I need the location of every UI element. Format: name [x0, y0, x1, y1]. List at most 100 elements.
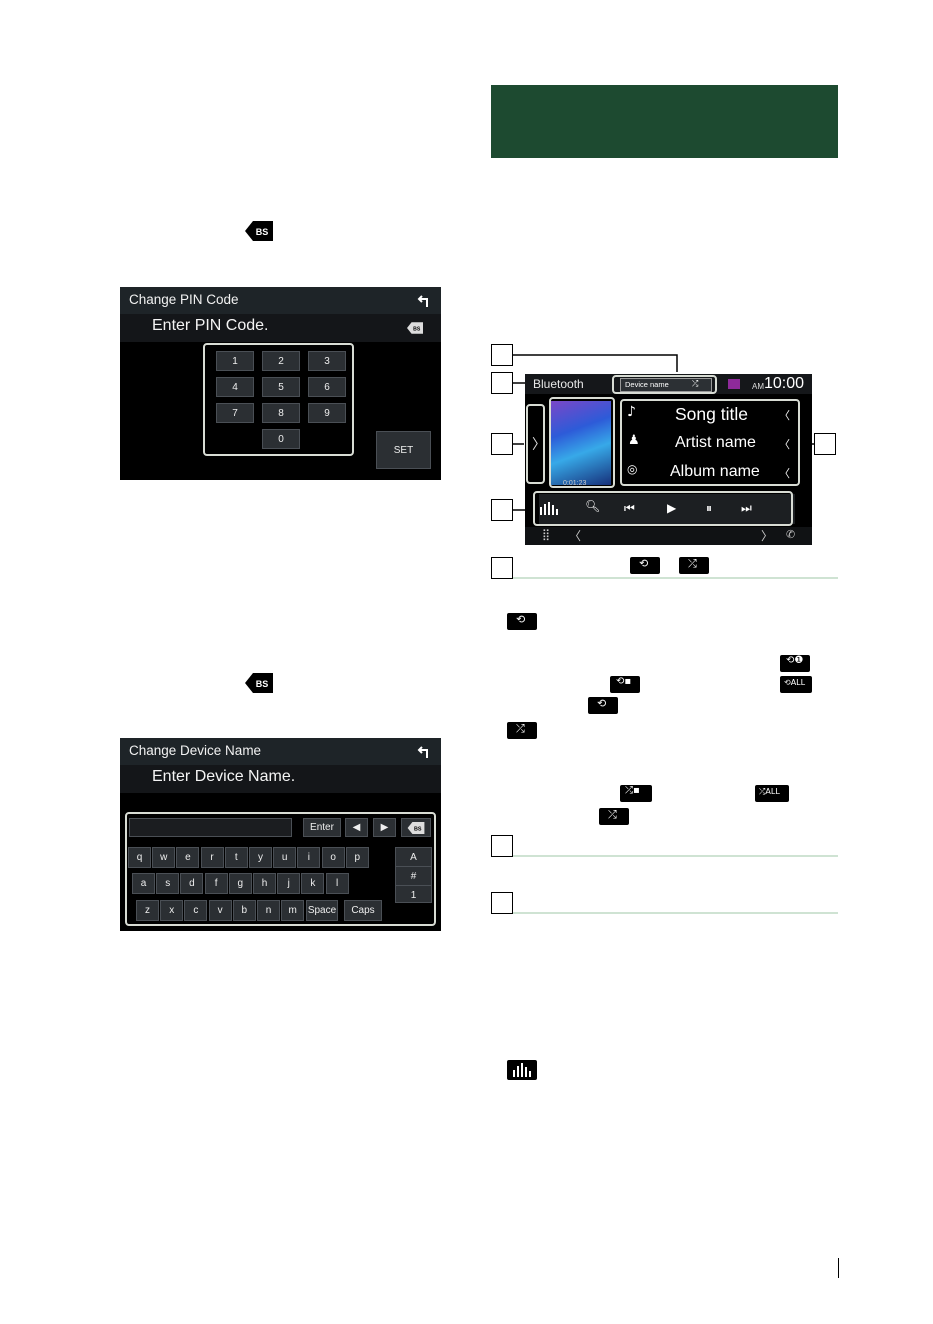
name-text-input[interactable] [129, 818, 292, 837]
artist-icon: ♟ [628, 433, 640, 448]
previous-track-icon[interactable]: ⏮ [624, 501, 635, 515]
pin-key-8[interactable]: 8 [262, 403, 300, 423]
pin-key-4[interactable]: 4 [216, 377, 254, 397]
pause-icon[interactable]: ⏸ [706, 501, 713, 515]
key-a[interactable]: a [132, 873, 155, 894]
pin-key-6[interactable]: 6 [308, 377, 346, 397]
key-o[interactable]: o [321, 847, 345, 868]
key-s[interactable]: s [156, 873, 180, 894]
key-u[interactable]: u [273, 847, 297, 868]
chevron-right-icon[interactable]: 〉 [532, 437, 546, 453]
set-button[interactable]: SET [376, 431, 431, 469]
cursor-right-button[interactable]: ▶ [373, 818, 396, 837]
track-info-highlight [620, 399, 800, 486]
device-name-screen: Change Device Name Enter Device Name. En… [120, 738, 441, 931]
back-arrow-icon[interactable] [415, 744, 431, 760]
callout-box-3 [491, 433, 513, 455]
search-icon[interactable]: 🔍︎ [585, 499, 601, 513]
enter-button[interactable]: Enter [303, 818, 341, 837]
chevron-left-icon[interactable]: 〈 [779, 467, 790, 480]
key-i[interactable]: i [297, 847, 321, 868]
key-n[interactable]: n [257, 900, 280, 921]
key-q[interactable]: q [128, 847, 151, 868]
chevron-left-icon[interactable]: 〈 [779, 438, 790, 451]
chevron-left-icon[interactable]: 〈 [569, 529, 582, 543]
key-l[interactable]: l [325, 873, 349, 894]
bottom-bar [525, 527, 812, 545]
key-j[interactable]: j [277, 873, 301, 894]
next-track-icon[interactable]: ⏭ [741, 501, 752, 515]
repeat-icon: ⟲ [507, 613, 537, 630]
pin-key-1[interactable]: 1 [216, 351, 254, 371]
key-t[interactable]: t [224, 847, 248, 868]
backspace-bs-icon: BS [245, 221, 273, 241]
key-b[interactable]: b [232, 900, 256, 921]
section-rule-3 [513, 912, 838, 914]
back-arrow-icon[interactable] [415, 293, 431, 309]
chevron-left-icon[interactable]: 〈 [779, 409, 790, 422]
shuffle-icon: ⤮ [507, 722, 537, 739]
name-prompt-band: Enter Device Name. [120, 765, 441, 793]
album-art-highlight [549, 397, 615, 488]
page-edge-rule [838, 1258, 839, 1278]
pin-backspace-icon[interactable]: BS [407, 322, 423, 334]
pin-key-5[interactable]: 5 [262, 377, 300, 397]
name-title: Change Device Name [129, 743, 262, 758]
callout-box-2 [491, 372, 513, 394]
key-h[interactable]: h [253, 873, 276, 894]
menu-grid-icon[interactable]: ⣿ [542, 528, 551, 541]
caps-key[interactable]: Caps [344, 900, 382, 921]
song-title[interactable]: Song title [675, 404, 748, 424]
key-v[interactable]: v [208, 900, 232, 921]
shuffle-folder-icon: ⤮▪ [620, 785, 652, 802]
key-g[interactable]: g [228, 873, 252, 894]
repeat-folder-icon: ⟲▪ [610, 676, 640, 693]
svg-text:BS: BS [413, 326, 421, 332]
phone-icon[interactable]: ✆ [786, 528, 796, 541]
key-y[interactable]: y [249, 847, 272, 868]
album-name[interactable]: Album name [670, 463, 760, 480]
key-w[interactable]: w [152, 847, 176, 868]
pin-key-2[interactable]: 2 [262, 351, 300, 371]
space-key[interactable]: Space [306, 900, 338, 921]
keyboard-highlight [125, 812, 436, 926]
artist-name[interactable]: Artist name [675, 434, 756, 451]
equalizer-icon [507, 1060, 537, 1080]
bluetooth-player-screen: Bluetooth Device name ⤮ AM 10:00 〉 0:01:… [525, 374, 812, 545]
key-z[interactable]: z [136, 900, 159, 921]
pin-key-9[interactable]: 9 [308, 403, 346, 423]
mode-key-1[interactable]: # [395, 866, 432, 887]
equalizer-icon[interactable] [539, 501, 561, 515]
key-r[interactable]: r [200, 847, 224, 868]
name-prompt: Enter Device Name. [152, 768, 296, 785]
cursor-left-button[interactable]: ◀ [345, 818, 368, 837]
callout-box-4 [491, 499, 513, 521]
key-e[interactable]: e [176, 847, 200, 868]
key-x[interactable]: x [160, 900, 184, 921]
shuffle-off-icon: ⤮ [599, 808, 629, 825]
pin-key-3[interactable]: 3 [308, 351, 346, 371]
callout-box-1 [491, 344, 513, 366]
key-c[interactable]: c [184, 900, 208, 921]
key-p[interactable]: p [345, 847, 369, 868]
key-k[interactable]: k [301, 873, 325, 894]
key-m[interactable]: m [281, 900, 305, 921]
section-box-3 [491, 892, 513, 914]
play-icon[interactable]: ▶ [667, 501, 677, 515]
name-backspace-button[interactable]: BS [401, 818, 431, 837]
svg-text:BS: BS [256, 227, 269, 237]
shuffle-all-icon: ⤮ALL [755, 785, 789, 802]
key-d[interactable]: d [180, 873, 204, 894]
section-rule-2 [513, 855, 838, 857]
shuffle-icon: ⤮ [679, 557, 709, 574]
key-f[interactable]: f [204, 873, 228, 894]
pin-key-0[interactable]: 0 [262, 429, 300, 449]
pin-key-7[interactable]: 7 [216, 403, 254, 423]
chevron-right-icon[interactable]: 〉 [761, 529, 774, 543]
pin-title: Change PIN Code [129, 292, 239, 307]
mode-key-2[interactable]: 1 [395, 885, 432, 903]
control-bar [539, 494, 795, 524]
source-label: Bluetooth [533, 377, 584, 391]
signal-icon [728, 379, 740, 389]
